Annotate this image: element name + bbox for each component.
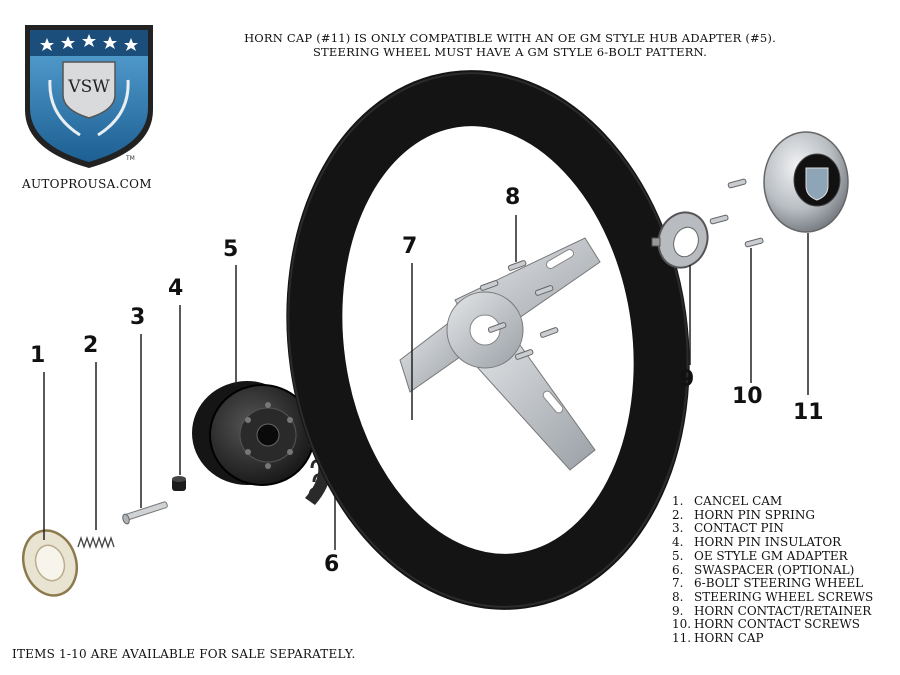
notice-line-1: HORN CAP (#11) IS ONLY COMPATIBLE WITH A…: [244, 31, 776, 45]
legend-item: 4.HORN PIN INSULATOR: [672, 535, 842, 550]
horn-contact-screws: [709, 178, 764, 248]
callout-11: 11: [793, 400, 824, 425]
callout-6: 6: [324, 552, 340, 577]
brand-url: AUTOPROUSA.COM: [22, 177, 152, 191]
logo-text: VSW: [67, 77, 110, 97]
callout-4: 4: [168, 276, 184, 301]
legend-item: 7.6-BOLT STEERING WHEEL: [672, 576, 864, 591]
legend-item: 6.SWASPACER (OPTIONAL): [672, 562, 855, 577]
contact-pin: [122, 501, 168, 525]
logo-trademark: TM: [125, 155, 135, 162]
cancel-cam: [22, 529, 78, 597]
legend-item: 3.CONTACT PIN: [672, 521, 784, 536]
horn-cap: [763, 131, 849, 233]
callout-7: 7: [402, 234, 418, 259]
horn-pin-insulator: [172, 476, 186, 491]
parts-legend: 1.CANCEL CAM 2.HORN PIN SPRING 3.CONTACT…: [672, 494, 874, 646]
legend-item: 8.STEERING WHEEL SCREWS: [672, 589, 874, 604]
logo-laurels: [48, 79, 130, 137]
compatibility-notice: HORN CAP (#11) IS ONLY COMPATIBLE WITH A…: [210, 31, 810, 59]
horn-contact-retainer: [651, 211, 709, 269]
gm-adapter: [192, 381, 315, 486]
horn-pin-spring: [77, 535, 115, 550]
callout-5: 5: [223, 237, 239, 262]
availability-note: ITEMS 1-10 ARE AVAILABLE FOR SALE SEPARA…: [12, 647, 356, 661]
vsw-logo: VSW TM: [25, 25, 153, 168]
callout-8: 8: [505, 185, 521, 210]
steering-wheel: [286, 70, 690, 610]
steering-wheel-screws: [479, 260, 559, 360]
logo-inner-shield: [62, 61, 116, 119]
legend-item: 2.HORN PIN SPRING: [672, 507, 815, 522]
logo-stars: [40, 34, 138, 51]
legend-item: 10.HORN CONTACT SCREWS: [672, 617, 860, 632]
callout-2: 2: [83, 333, 99, 358]
legend-item: 11.HORN CAP: [672, 631, 764, 646]
callout-3: 3: [130, 305, 146, 330]
callout-9: 9: [679, 367, 695, 392]
notice-line-2: STEERING WHEEL MUST HAVE A GM STYLE 6-BO…: [312, 45, 708, 59]
legend-item: 1.CANCEL CAM: [672, 494, 783, 508]
callout-1: 1: [30, 343, 46, 368]
callout-10: 10: [732, 384, 763, 409]
legend-item: 5.OE STYLE GM ADAPTER: [672, 548, 848, 563]
legend-item: 9.HORN CONTACT/RETAINER: [672, 603, 872, 618]
